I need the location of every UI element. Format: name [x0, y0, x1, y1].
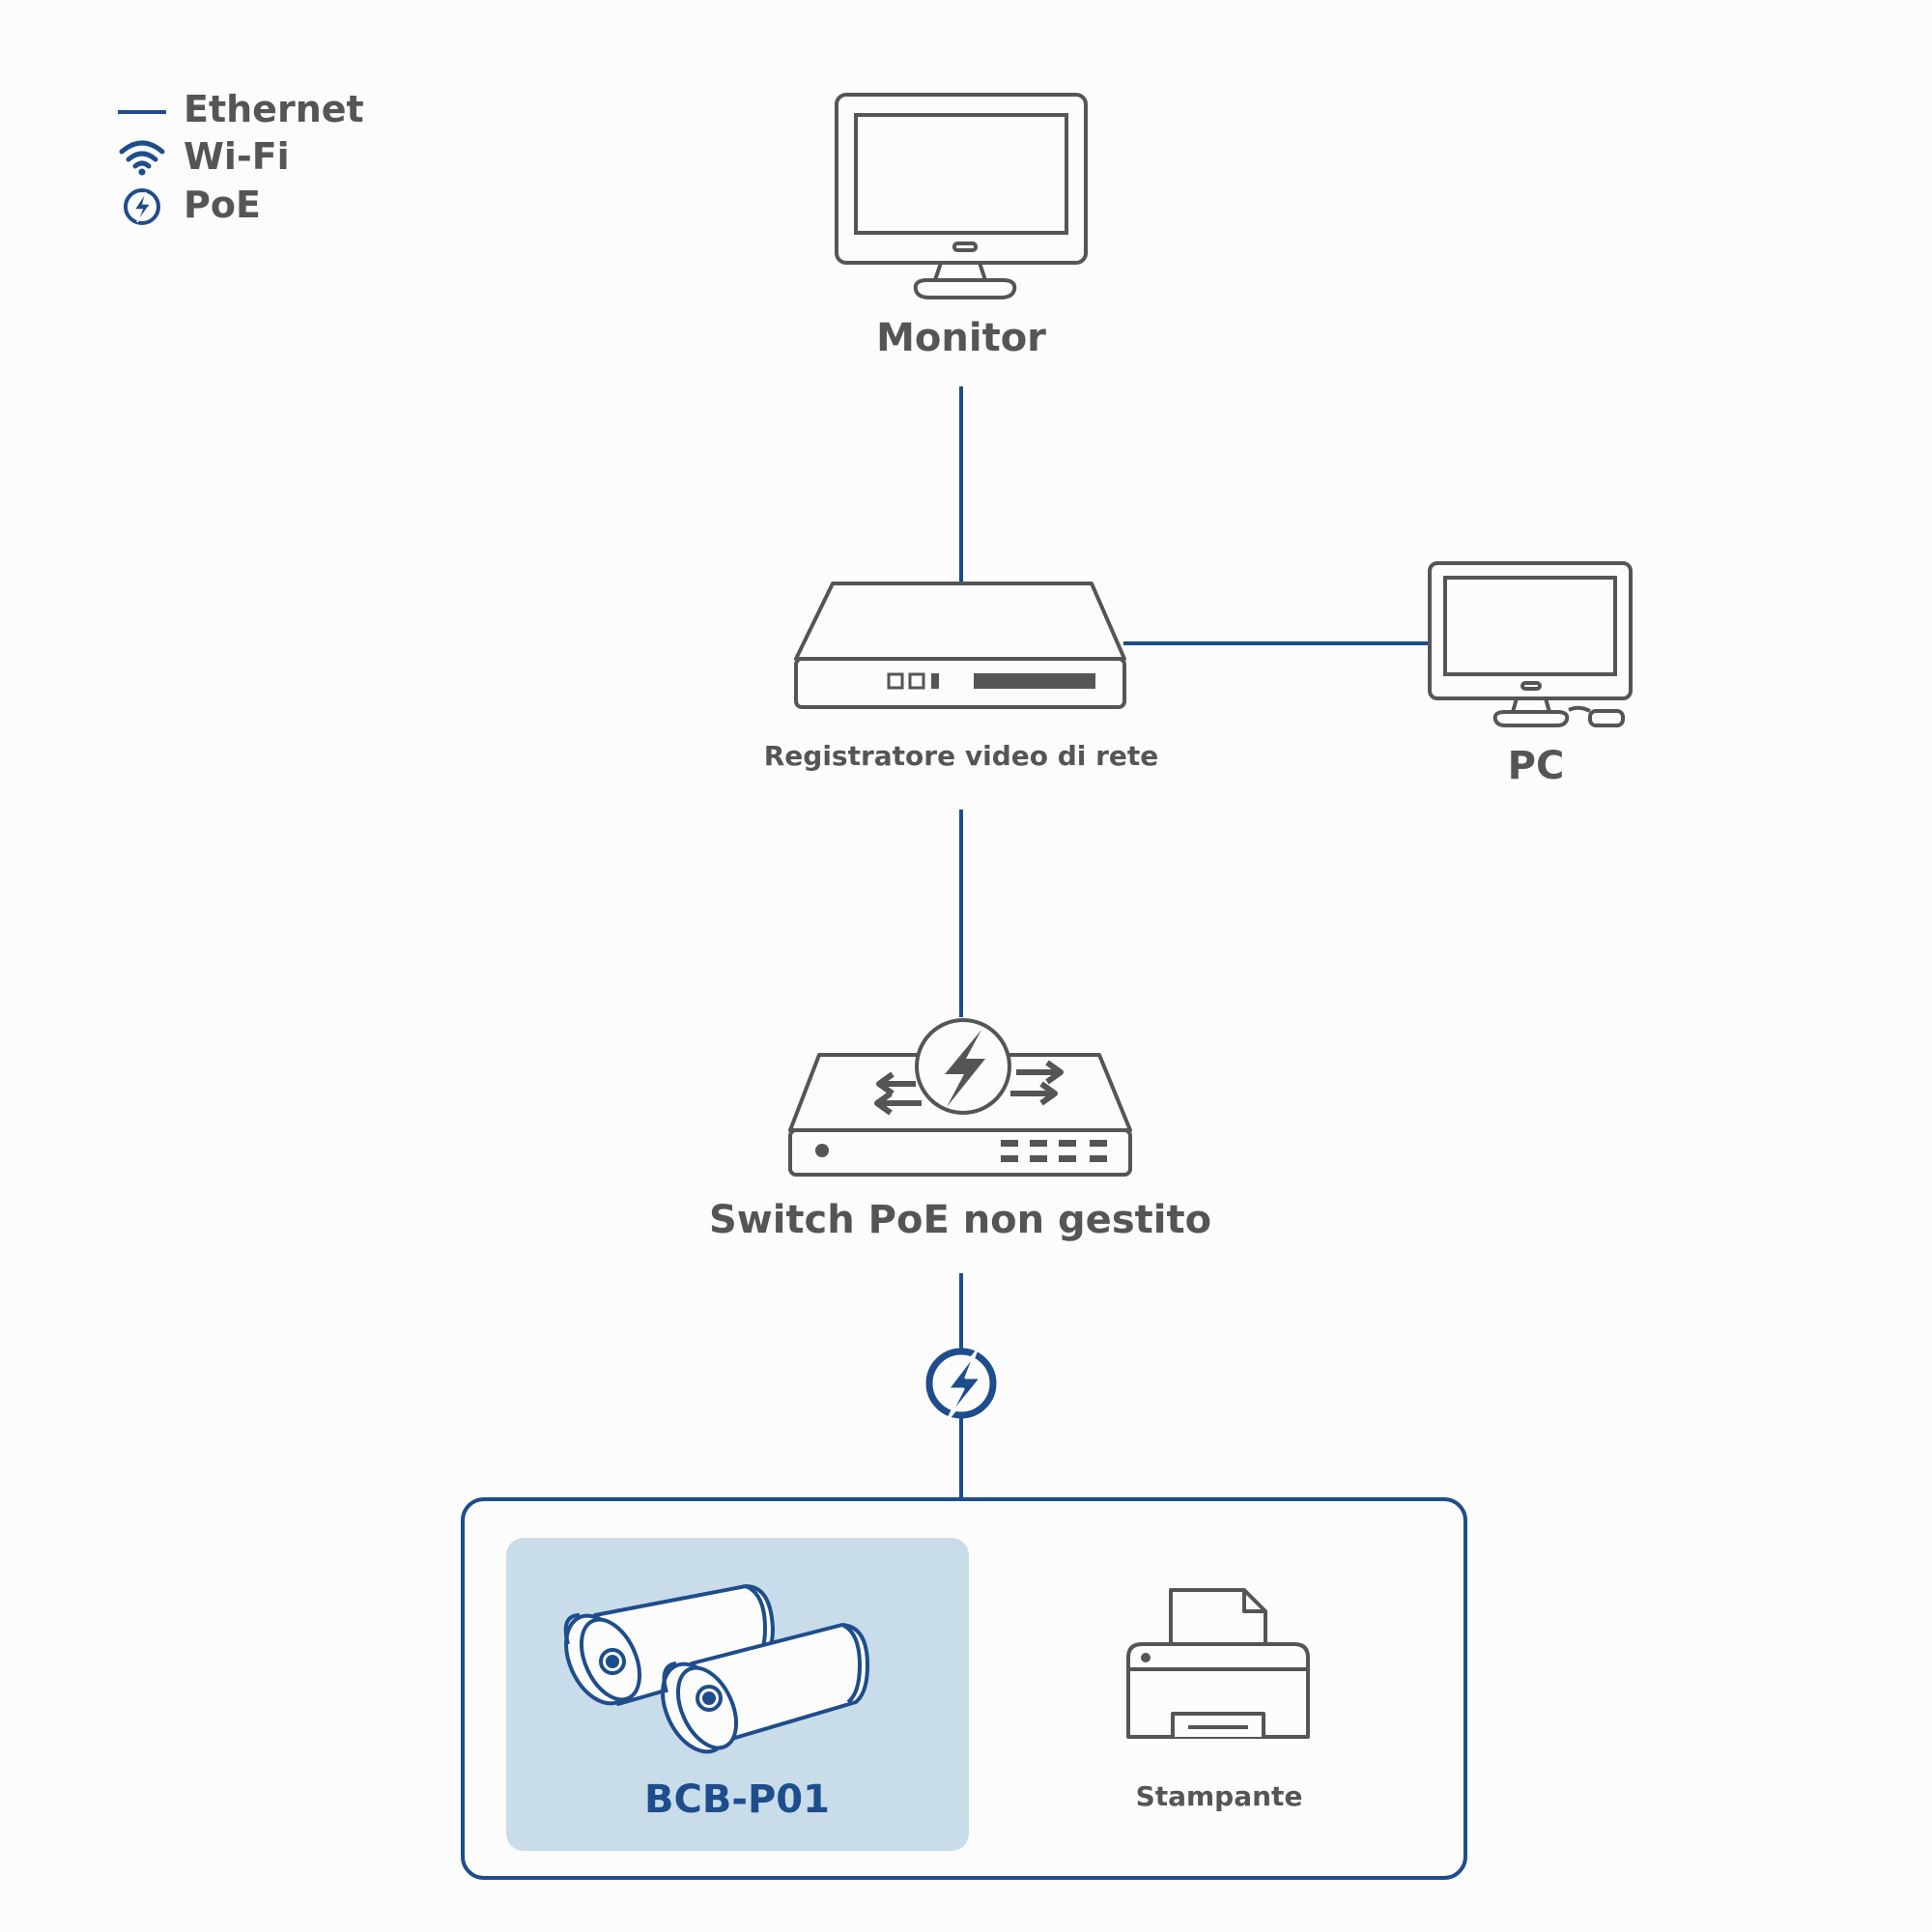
legend-ethernet-label: Ethernet: [184, 88, 364, 130]
poe-bolt-icon: [124, 188, 160, 225]
legend-poe-label: PoE: [184, 184, 261, 226]
switch-label: Switch PoE non gestito: [708, 1198, 1212, 1242]
wifi-icon: [119, 140, 165, 176]
monitor-label: Monitor: [876, 316, 1046, 360]
endpoint-group: [461, 1497, 1467, 1880]
nvr-label: Registratore video di rete: [763, 740, 1159, 772]
pc-label: PC: [1507, 744, 1565, 788]
camera-label: BCB-P01: [644, 1777, 830, 1822]
legend-wifi-label: Wi-Fi: [184, 135, 290, 178]
printer-label: Stampante: [1135, 1780, 1303, 1812]
ethernet-line-icon: [118, 110, 166, 114]
